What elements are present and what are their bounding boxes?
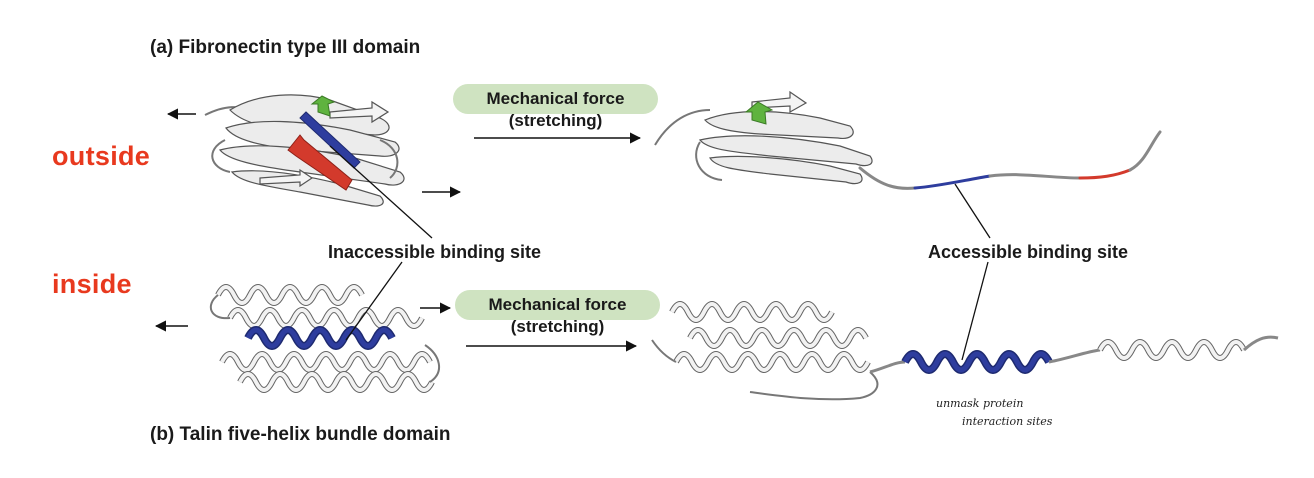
panel-b-title: (b) Talin five-helix bundle domain (150, 424, 451, 445)
talin-helix-5 (237, 371, 435, 393)
inaccessible-binding-site-label: Inaccessible binding site (328, 242, 542, 262)
inside-label: inside (52, 269, 132, 299)
force-label-a: Mechanical force (453, 84, 658, 114)
leader-lines (329, 145, 991, 361)
talin-stretched-helices (651, 301, 1279, 401)
talin-helix-2 (227, 307, 425, 329)
handwritten-note-line1: unmask protein (936, 397, 1024, 410)
handwritten-note-line2: interaction sites (962, 415, 1053, 428)
fibronectin-green-strand (310, 95, 336, 117)
talin-helix-4 (219, 351, 433, 373)
fibronectin-red-strand (287, 134, 353, 191)
accessible-binding-site-label: Accessible binding site (928, 242, 1129, 262)
fibronectin-stretched-green-strand (744, 101, 774, 125)
outside-label: outside (52, 141, 151, 171)
pull-arrows (154, 108, 462, 332)
force-label-b-sub: (stretching) (510, 317, 605, 336)
talin-folded-bundle (209, 284, 440, 393)
fibronectin-stretched-chain (858, 130, 1162, 190)
force-arrows (466, 132, 642, 352)
panel-a-title: (a) Fibronectin type III domain (150, 37, 421, 58)
force-label-b: Mechanical force (455, 290, 660, 320)
force-label-a-sub: (stretching) (508, 111, 603, 130)
talin-blue-helix (244, 326, 396, 350)
talin-helix-1 (215, 284, 365, 306)
talin-stretched-blue-helix (901, 350, 1053, 374)
